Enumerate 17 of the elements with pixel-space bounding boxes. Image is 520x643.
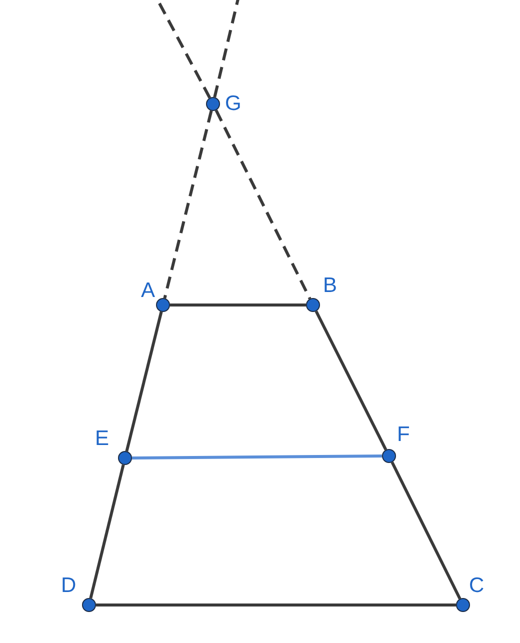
point-label: A	[141, 280, 156, 302]
dashed-line	[163, 110, 213, 299]
point-label: G	[225, 93, 242, 115]
line-segment	[89, 464, 125, 599]
line-segment	[314, 310, 388, 450]
line-segment	[170, 304, 306, 306]
line-segment	[125, 311, 163, 452]
dashed-line	[214, 110, 312, 300]
dashed-line	[213, 0, 240, 98]
point-label: F	[397, 424, 410, 446]
point-label: B	[323, 275, 338, 297]
point-label: C	[469, 575, 484, 597]
line-segment	[96, 604, 456, 606]
point-label: E	[95, 428, 110, 450]
line-segment	[132, 454, 382, 460]
point-label: D	[61, 575, 76, 597]
line-segment	[390, 462, 462, 600]
